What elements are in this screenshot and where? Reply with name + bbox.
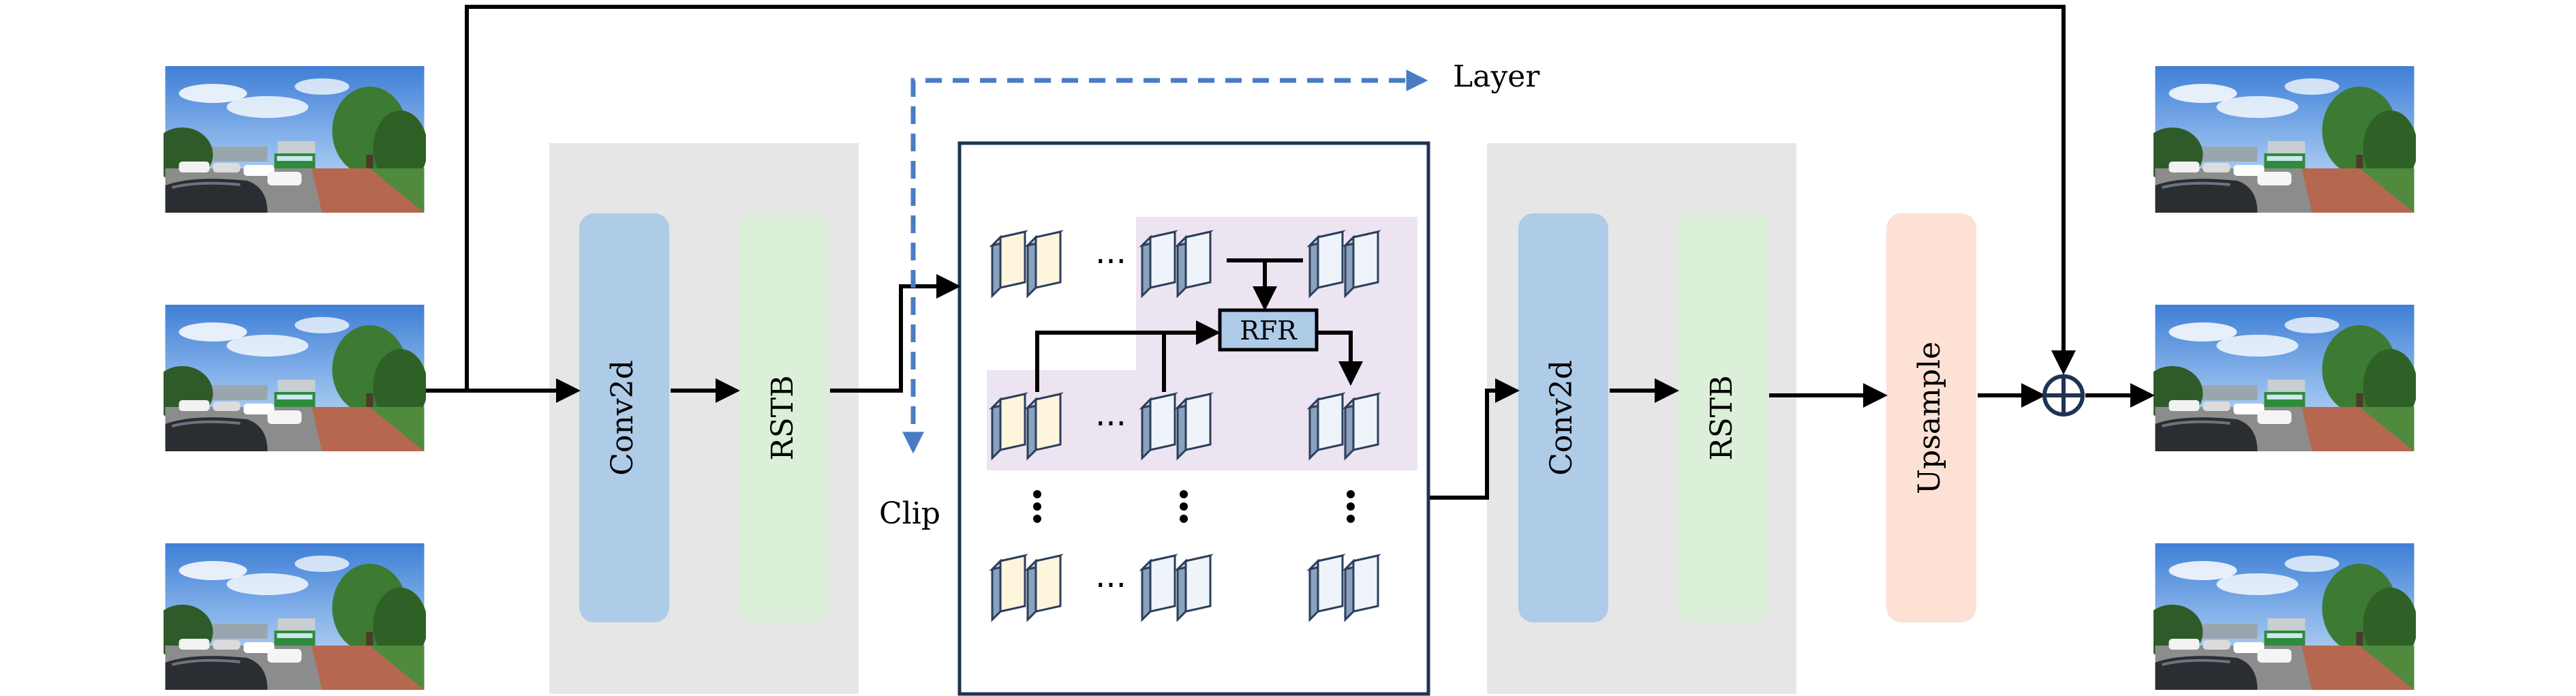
feature-row-3: ··· [991,554,1379,621]
output-frame-middle [2142,305,2418,451]
arrow-frame-to-conv2d-2 [1430,378,1520,500]
vertical-ellipses [1033,490,1355,523]
output-frame-top [2142,66,2418,213]
rfr-arrows [1035,258,1363,392]
conv2d-label-1: Conv2d [605,360,640,476]
output-frames [2142,66,2418,690]
feature-row-1: ··· [991,230,1379,297]
add-operator [2042,374,2085,417]
rstb-label-2: RSTB [1704,376,1739,461]
rstb-label-1: RSTB [765,376,800,461]
upsample-label: Upsample [1912,342,1947,494]
rfr-block [1218,308,1319,352]
input-frame-bottom [152,543,428,690]
arrow-skip-connection [465,5,2076,391]
input-frames [152,66,428,690]
rstb-block-1 [739,213,829,622]
clip-label: Clip [879,496,940,531]
rstb-block-2 [1678,213,1768,622]
ellipsis-r3: ··· [1095,566,1126,605]
conv2d-label-2: Conv2d [1544,360,1579,476]
arrow-rstb-to-frame [830,274,961,393]
rfr-label: RFR [1240,316,1298,346]
conv2d-block-1 [579,213,669,622]
ellipsis-r1: ··· [1095,243,1126,281]
ellipsis-r2: ··· [1095,405,1126,443]
dashed-axes [902,70,1428,454]
input-frame-top [152,66,428,213]
layer-label: Layer [1453,59,1540,94]
feature-row-2: ··· [991,393,1379,459]
flow-arrows [426,5,2155,500]
upsample-block [1886,213,1976,622]
input-frame-middle [152,305,428,451]
conv2d-block-2 [1518,213,1608,622]
output-frame-bottom [2142,543,2418,690]
